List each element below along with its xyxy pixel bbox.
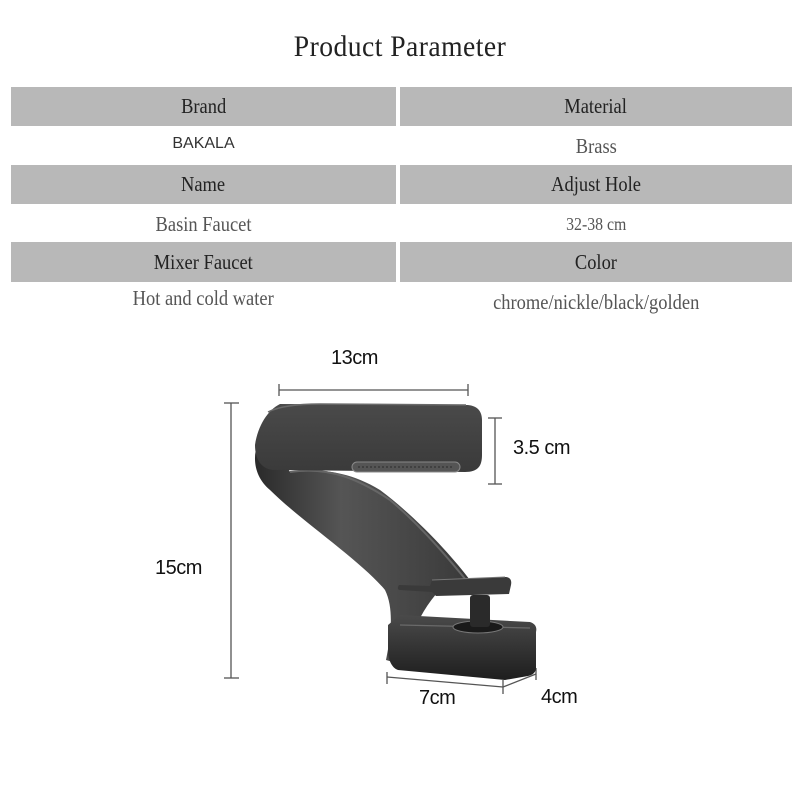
dimension-base-width: 4cm: [541, 686, 578, 708]
dimension-lines: [224, 384, 537, 694]
value-cell-material: Brass: [400, 128, 792, 164]
header-cell-mixer-faucet: Mixer Faucet: [11, 242, 396, 282]
dimension-spout-height: 3.5 cm: [513, 437, 571, 459]
header-label: Color: [574, 249, 618, 274]
header-label: Brand: [180, 94, 227, 118]
header-label: Material: [564, 94, 628, 118]
faucet-spout: [255, 404, 482, 472]
value-cell-name: Basin Faucet: [11, 206, 396, 242]
value-cell-mixer-type: Hot and cold water: [11, 280, 396, 316]
header-cell-color: Color: [400, 242, 792, 282]
faucet-base: [388, 615, 537, 680]
value-cell-adjust-hole: 32-38 cm: [400, 206, 792, 242]
dimension-spout-length: 13cm: [331, 347, 378, 369]
value-label: chrome/nickle/black/golden: [492, 289, 700, 314]
value-label: BAKALA: [172, 135, 235, 152]
value-label: Hot and cold water: [132, 285, 275, 310]
header-cell-adjust-hole: Adjust Hole: [400, 165, 792, 204]
value-label: 32-38 cm: [565, 213, 627, 234]
faucet-handle: [397, 577, 512, 596]
header-label: Adjust Hole: [551, 172, 641, 196]
header-cell-material: Material: [400, 87, 792, 126]
page-title: Product Parameter: [293, 30, 507, 63]
header-label: Mixer Faucet: [153, 249, 254, 274]
value-label: Basin Faucet: [155, 211, 252, 236]
dimension-total-height: 15cm: [155, 557, 202, 579]
header-label: Name: [181, 172, 226, 196]
dimension-base-length: 7cm: [419, 687, 456, 709]
value-cell-brand: BAKALA: [11, 126, 396, 162]
header-cell-name: Name: [11, 165, 396, 204]
header-cell-brand: Brand: [11, 87, 396, 126]
value-label: Brass: [575, 133, 617, 158]
faucet-neck: [254, 430, 470, 664]
value-cell-color: chrome/nickle/black/golden: [400, 284, 792, 320]
